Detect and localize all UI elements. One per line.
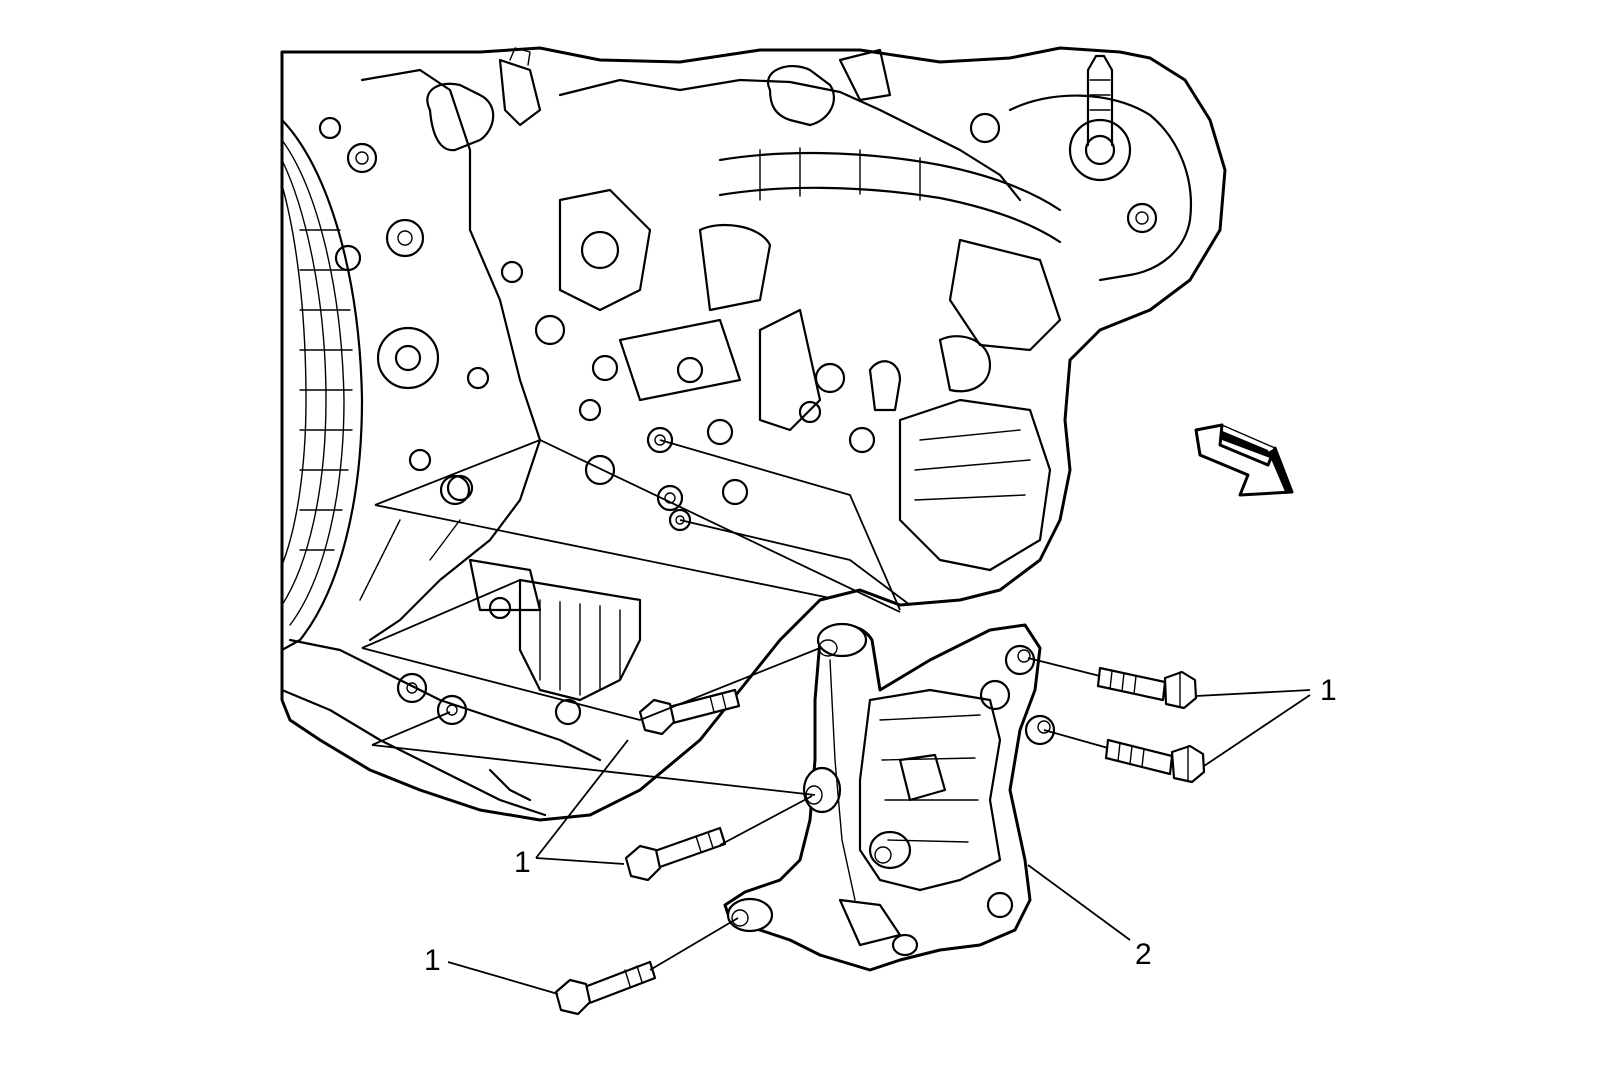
bolt-center-lower <box>624 826 727 882</box>
callout-1-right: 1 <box>1320 674 1337 707</box>
bolt-lower-left <box>554 960 657 1016</box>
bolt-center-upper <box>638 688 741 736</box>
bolts <box>554 666 1206 1016</box>
bolt-right-upper <box>1096 666 1198 710</box>
engine-assembly <box>280 46 1227 822</box>
callout-1-lower-left: 1 <box>424 944 441 977</box>
crank-pulley <box>280 118 364 652</box>
bolt-right-lower <box>1104 738 1206 784</box>
alignment-lines <box>361 439 1109 971</box>
view-direction-arrow-icon <box>1194 423 1294 497</box>
callout-leaders <box>447 689 1311 995</box>
callout-2-bracket: 2 <box>1135 938 1152 971</box>
mounting-bracket <box>723 622 1056 972</box>
callout-1-center: 1 <box>514 846 531 879</box>
